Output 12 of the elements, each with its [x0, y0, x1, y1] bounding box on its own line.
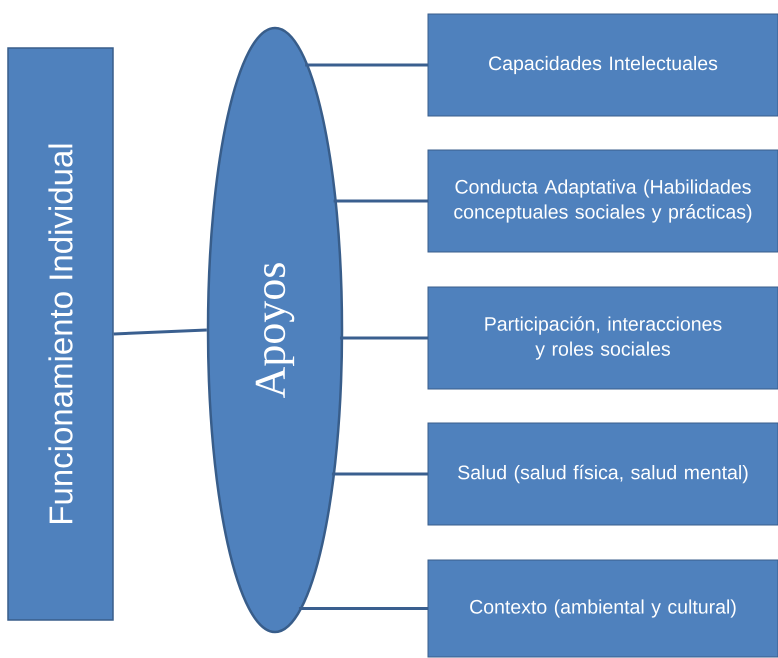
connector-line: [305, 63, 428, 66]
connector-line: [332, 472, 428, 476]
text-box: Salud (salud física, salud mental): [428, 422, 778, 526]
connector-line: [334, 200, 428, 202]
text-box: Contexto (ambiental y cultural): [428, 560, 778, 658]
text-box: Conducta Adaptativa (Habilidades conceptuales sociales y prácticas): [428, 150, 778, 252]
text-box: Capacidades Intelectuales: [428, 14, 778, 116]
vertical-box: Funcionamiento Individual: [7, 47, 114, 621]
connector-line: [298, 607, 428, 610]
connector-line: [340, 336, 428, 340]
text-box: Participación, interacciones y roles sociales: [428, 286, 778, 390]
connector-line: [114, 328, 207, 336]
